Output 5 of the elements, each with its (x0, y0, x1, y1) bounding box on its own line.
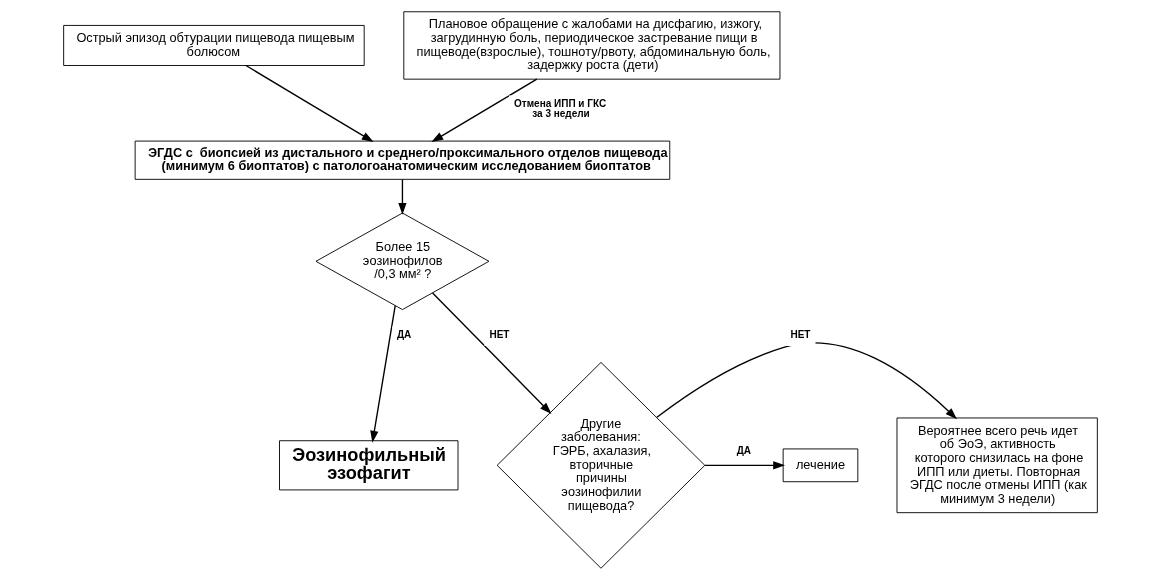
edge-label: ДА (396, 328, 411, 340)
edge-label: ДА (736, 445, 751, 457)
edge-label: НЕТ (488, 328, 509, 340)
edge-label: Отмена ИПП и ГКС за 3 недели (513, 98, 606, 120)
edge-label: НЕТ (789, 328, 810, 340)
